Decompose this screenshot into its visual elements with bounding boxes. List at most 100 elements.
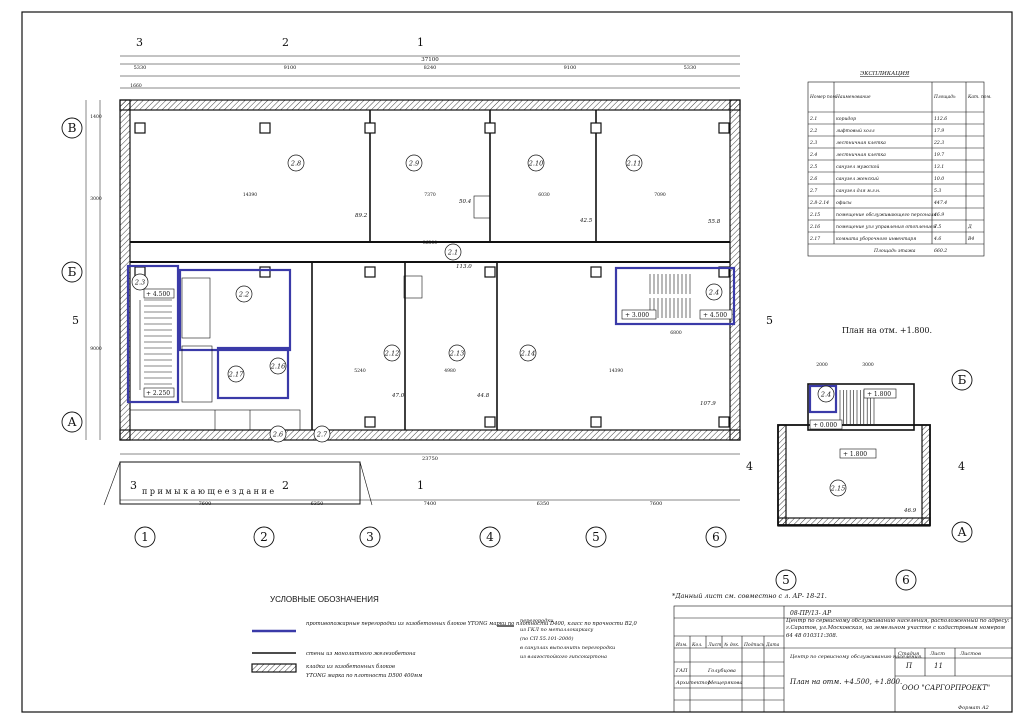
stamp-object: Центр по сервисному обслуживанию населен…: [786, 618, 1010, 639]
room-number: 2.14: [520, 350, 535, 358]
explication-header: Наименование: [835, 95, 871, 100]
explication-header: Номер пом.: [809, 95, 837, 100]
stamp-label: Листов: [959, 651, 981, 657]
explication-header: Площадь: [933, 95, 956, 100]
stamp-building: Центр по сервисному обслуживанию населен…: [790, 653, 923, 660]
adjacent-building-label: п р и м ы к а ю щ е е з д а н и е: [142, 487, 274, 496]
dim-label: 7370: [424, 192, 436, 198]
stamp-format: Формат А2: [958, 705, 989, 711]
column: [259, 122, 271, 134]
room-number: 2.4: [708, 289, 719, 297]
explication-cell: Д: [967, 224, 972, 230]
column: [484, 266, 496, 278]
room-number: 2.2: [238, 291, 249, 299]
section-mark: 2: [282, 479, 289, 492]
explication-cell: 7.5: [934, 224, 941, 230]
room-number: 2.10: [528, 160, 543, 168]
explication-cell: 2.7: [809, 188, 817, 194]
room-area: 44.8: [476, 393, 490, 399]
room-area: 55.8: [708, 219, 721, 225]
stamp-col: Изм.: [675, 642, 688, 648]
room-number: 2.11: [626, 160, 641, 168]
explication-cell: комната уборочного инвентаря: [836, 235, 916, 242]
dim-label: 14390: [609, 368, 623, 374]
north-wall: [119, 99, 741, 111]
small-plan: [777, 383, 931, 527]
stamp-col: Кол.: [691, 642, 703, 648]
stamp-name: Мещерякова: [707, 680, 742, 686]
legend-item: (по СП 55.101-2000): [520, 635, 573, 642]
explication-cell: В4: [967, 236, 974, 242]
stamp-col: Подпись: [743, 642, 765, 648]
dim-label: 7090: [654, 192, 666, 198]
dim-label: 4980: [444, 368, 456, 374]
explication-cell: 2.3: [809, 140, 817, 146]
dim-label: 3000: [90, 196, 102, 202]
room-area: 46.9: [903, 508, 917, 514]
dim-label: 7600: [650, 501, 663, 507]
axis-letter: А: [67, 415, 76, 429]
column: [364, 266, 376, 278]
axis-letter: Б: [68, 265, 77, 279]
stamp-sheet: 11: [934, 662, 943, 670]
explication-total-label: Площадь этажа: [873, 248, 916, 254]
dim-label: 6030: [538, 192, 550, 198]
level-mark: + 0.000: [813, 422, 837, 429]
explication-cell: 10.0: [934, 176, 944, 182]
explication-title: ЭКСПЛИКАЦИЯ: [860, 71, 910, 77]
explication-header: Кат. пом.: [967, 95, 991, 100]
room-number: 2.7: [316, 431, 328, 439]
south-wall: [119, 429, 741, 441]
legend-item: в санузлах выполнить перегородки: [520, 645, 615, 651]
room-area: 89.2: [355, 213, 368, 219]
text-layer: В Б А Б А 1 2 3 4 5 6 5 6 3 2 1 3 2 1 5 …: [61, 36, 990, 711]
level-mark: + 1.800: [867, 391, 891, 398]
explication-cell: помещение обслуживающего персонала: [836, 211, 937, 218]
stamp-role: Архитектор: [675, 680, 711, 686]
column: [718, 122, 730, 134]
dim-label: 23750: [422, 456, 438, 462]
stamp-code: 08-ПР/13- АР: [790, 610, 832, 617]
room-area: 50.4: [459, 199, 472, 205]
stamp-role: ГАП: [675, 668, 688, 674]
stamp-stage: П: [905, 662, 913, 670]
level-mark: + 4.500: [703, 312, 727, 319]
section-mark: 1: [417, 479, 424, 492]
room-number: 2.17: [228, 371, 244, 379]
column: [259, 266, 271, 278]
explication-cell: 447.4: [933, 200, 947, 206]
column: [484, 416, 496, 428]
section-mark: 2: [282, 36, 289, 49]
level-mark: + 3.000: [625, 312, 649, 319]
legend-title: УСЛОВНЫЕ ОБОЗНАЧЕНИЯ: [270, 595, 379, 604]
dim-label: 2000: [816, 362, 828, 368]
explication-cell: лестничная клетка: [836, 153, 886, 158]
explication-cell: офисы: [836, 199, 852, 206]
level-mark: + 2.250: [146, 390, 170, 397]
legend: [251, 625, 514, 673]
column: [484, 122, 496, 134]
stamp-block: [673, 605, 1013, 713]
axis-letter: Б: [958, 373, 967, 387]
axis-number: 2: [260, 530, 268, 544]
stamp-name: Голубцова: [707, 667, 736, 674]
explication-cell: 2.2: [809, 128, 817, 134]
explication-cell: 2.17: [809, 236, 820, 242]
column: [134, 122, 146, 134]
level-mark: + 1.800: [843, 451, 867, 458]
section-mark: 4: [958, 460, 965, 473]
explication-cell: 46.9: [933, 212, 944, 218]
main-plan: [103, 99, 741, 506]
axis-number: 6: [902, 573, 910, 587]
dim-label: 5240: [354, 368, 366, 374]
dim-label: 1400: [90, 114, 102, 120]
column: [364, 416, 376, 428]
room-number: 2.1: [447, 249, 458, 257]
explication-cell: 5.3: [934, 188, 941, 194]
column: [718, 416, 730, 428]
room-area: 47.0: [391, 393, 405, 399]
stamp-col: № док.: [723, 642, 740, 648]
stamp-company: ООО "САРГОРПРОЕКТ": [902, 684, 990, 692]
explication-total-value: 660.2: [934, 248, 947, 254]
